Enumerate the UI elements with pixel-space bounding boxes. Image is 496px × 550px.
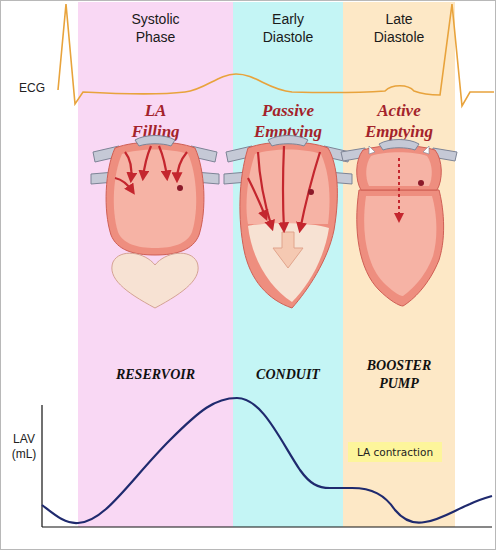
- phase-title: LA Filling: [126, 100, 186, 142]
- illustration-part: [369, 146, 375, 154]
- illustration-part: [379, 140, 419, 151]
- illustration-part: [308, 189, 314, 195]
- phase-heading: Late Diastole: [359, 10, 439, 46]
- phase-title: Passive Emptying: [241, 100, 336, 142]
- volume-curve: [42, 398, 492, 523]
- illustration-part: [240, 142, 337, 308]
- illustration-part: [91, 172, 115, 184]
- illustration-part: [177, 152, 187, 180]
- illustration-part: [364, 196, 436, 296]
- illustration-part: [248, 178, 266, 218]
- ecg-trace: [58, 4, 494, 106]
- illustration-part: [398, 158, 400, 220]
- x-axis: [42, 526, 492, 527]
- illustration-part: [224, 172, 248, 184]
- phase-band: Early DiastolePassive EmptyingCONDUIT: [233, 2, 343, 527]
- illustration-part: [159, 146, 167, 178]
- illustration-part: [366, 152, 432, 186]
- y-axis: [41, 405, 42, 527]
- phase-band: Late DiastoleActive EmptyingBOOSTER PUMP…: [343, 2, 455, 527]
- illustration-part: [246, 150, 329, 225]
- illustration-part: [418, 180, 424, 186]
- function-label: BOOSTER PUMP: [357, 357, 442, 393]
- function-label: RESERVOIR: [86, 366, 226, 384]
- illustration-part: [423, 146, 429, 154]
- illustration-part: [143, 146, 151, 178]
- illustration-part: [273, 232, 303, 268]
- illustration-part: [135, 136, 175, 147]
- illustration-part: [300, 152, 320, 230]
- heart-reservoir: [91, 136, 219, 309]
- illustration-part: [357, 190, 444, 306]
- illustration-part: [177, 185, 183, 191]
- illustration-part: [189, 146, 217, 162]
- illustration-part: [93, 146, 121, 162]
- illustration-part: [226, 146, 254, 162]
- illustration-part: [125, 152, 131, 180]
- illustration-part: [357, 146, 442, 191]
- illustration-part: [432, 148, 457, 161]
- illustration-part: [322, 146, 350, 162]
- illustration-part: [115, 178, 133, 192]
- highlight-box: LA contraction: [348, 442, 442, 462]
- illustration-part: [328, 172, 352, 184]
- phase-title: Active Emptying: [354, 100, 444, 142]
- illustration-part: [283, 146, 284, 230]
- illustration-part: [258, 152, 272, 228]
- heart-booster: [341, 140, 457, 307]
- axis-label: LAV (mL): [6, 432, 42, 462]
- illustration-part: [195, 172, 219, 184]
- phase-band: Systolic Phase LA FillingRESERVOIR: [78, 2, 233, 527]
- phase-heading: Early Diastole: [248, 10, 328, 46]
- illustration-part: [114, 150, 196, 249]
- trace-label: ECG: [12, 81, 52, 96]
- heart-conduit: [224, 136, 352, 309]
- callout-label: LA contraction: [348, 442, 442, 462]
- illustration-part: [112, 253, 198, 308]
- phase-heading: Systolic Phase: [116, 10, 196, 46]
- illustration-part: [341, 148, 366, 161]
- illustration-part: [106, 142, 204, 255]
- illustration-part: [268, 136, 308, 147]
- function-label: CONDUIT: [238, 366, 338, 384]
- illustration-part: [248, 223, 329, 302]
